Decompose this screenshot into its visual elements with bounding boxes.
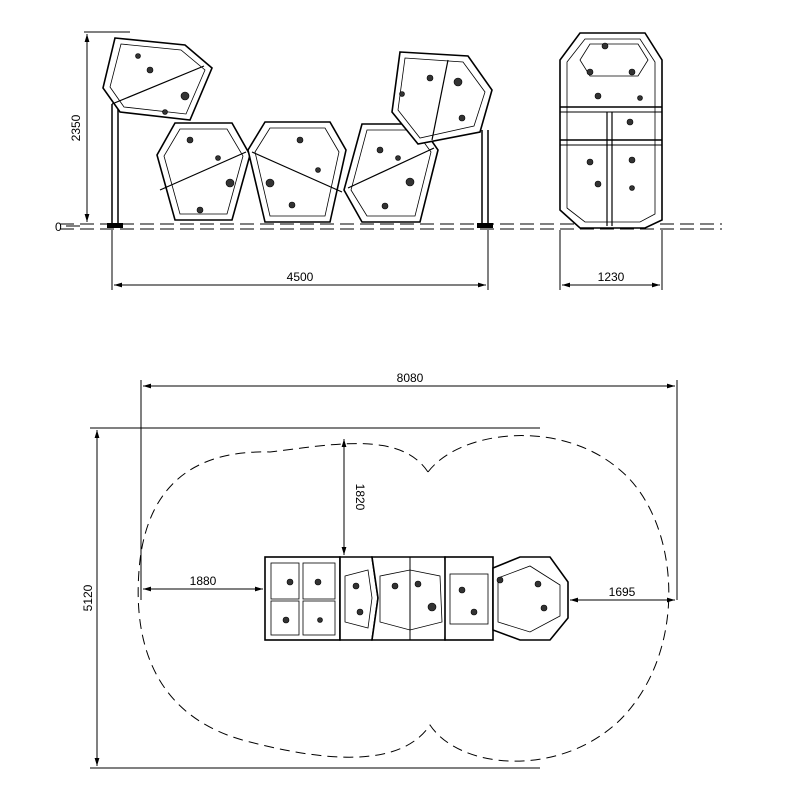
plan-view: 8080 5120 1820 1880 1695 xyxy=(81,371,678,769)
side-width-label: 4500 xyxy=(287,270,314,284)
end-elevation-view: 1230 xyxy=(559,32,663,290)
right-clearance-dimension: 1695 xyxy=(570,585,675,603)
overall-depth-dimension: 5120 xyxy=(81,427,540,769)
right-clearance-label: 1695 xyxy=(609,585,636,599)
side-width-dimension: 4500 xyxy=(111,230,489,290)
overall-width-label: 8080 xyxy=(397,371,424,385)
front-clearance-label: 1820 xyxy=(353,484,367,511)
overall-depth-label: 5120 xyxy=(81,584,95,611)
end-width-label: 1230 xyxy=(598,270,625,284)
left-clearance-label: 1880 xyxy=(190,574,217,588)
climbing-panels-end xyxy=(559,32,663,229)
end-width-dimension: 1230 xyxy=(559,230,663,290)
safety-zone-outline xyxy=(137,435,670,762)
support-posts xyxy=(107,104,493,228)
side-elevation-view: 2350 0 4500 xyxy=(55,31,722,290)
climbing-panels-side xyxy=(102,37,493,223)
overall-width-dimension: 8080 xyxy=(140,371,678,600)
height-dimension: 2350 xyxy=(69,31,130,222)
ground-zero-label: 0 xyxy=(55,220,62,234)
equipment-footprint xyxy=(264,556,569,641)
height-label: 2350 xyxy=(69,114,83,141)
front-clearance-dimension: 1820 xyxy=(341,439,367,555)
left-clearance-dimension: 1880 xyxy=(143,574,263,592)
